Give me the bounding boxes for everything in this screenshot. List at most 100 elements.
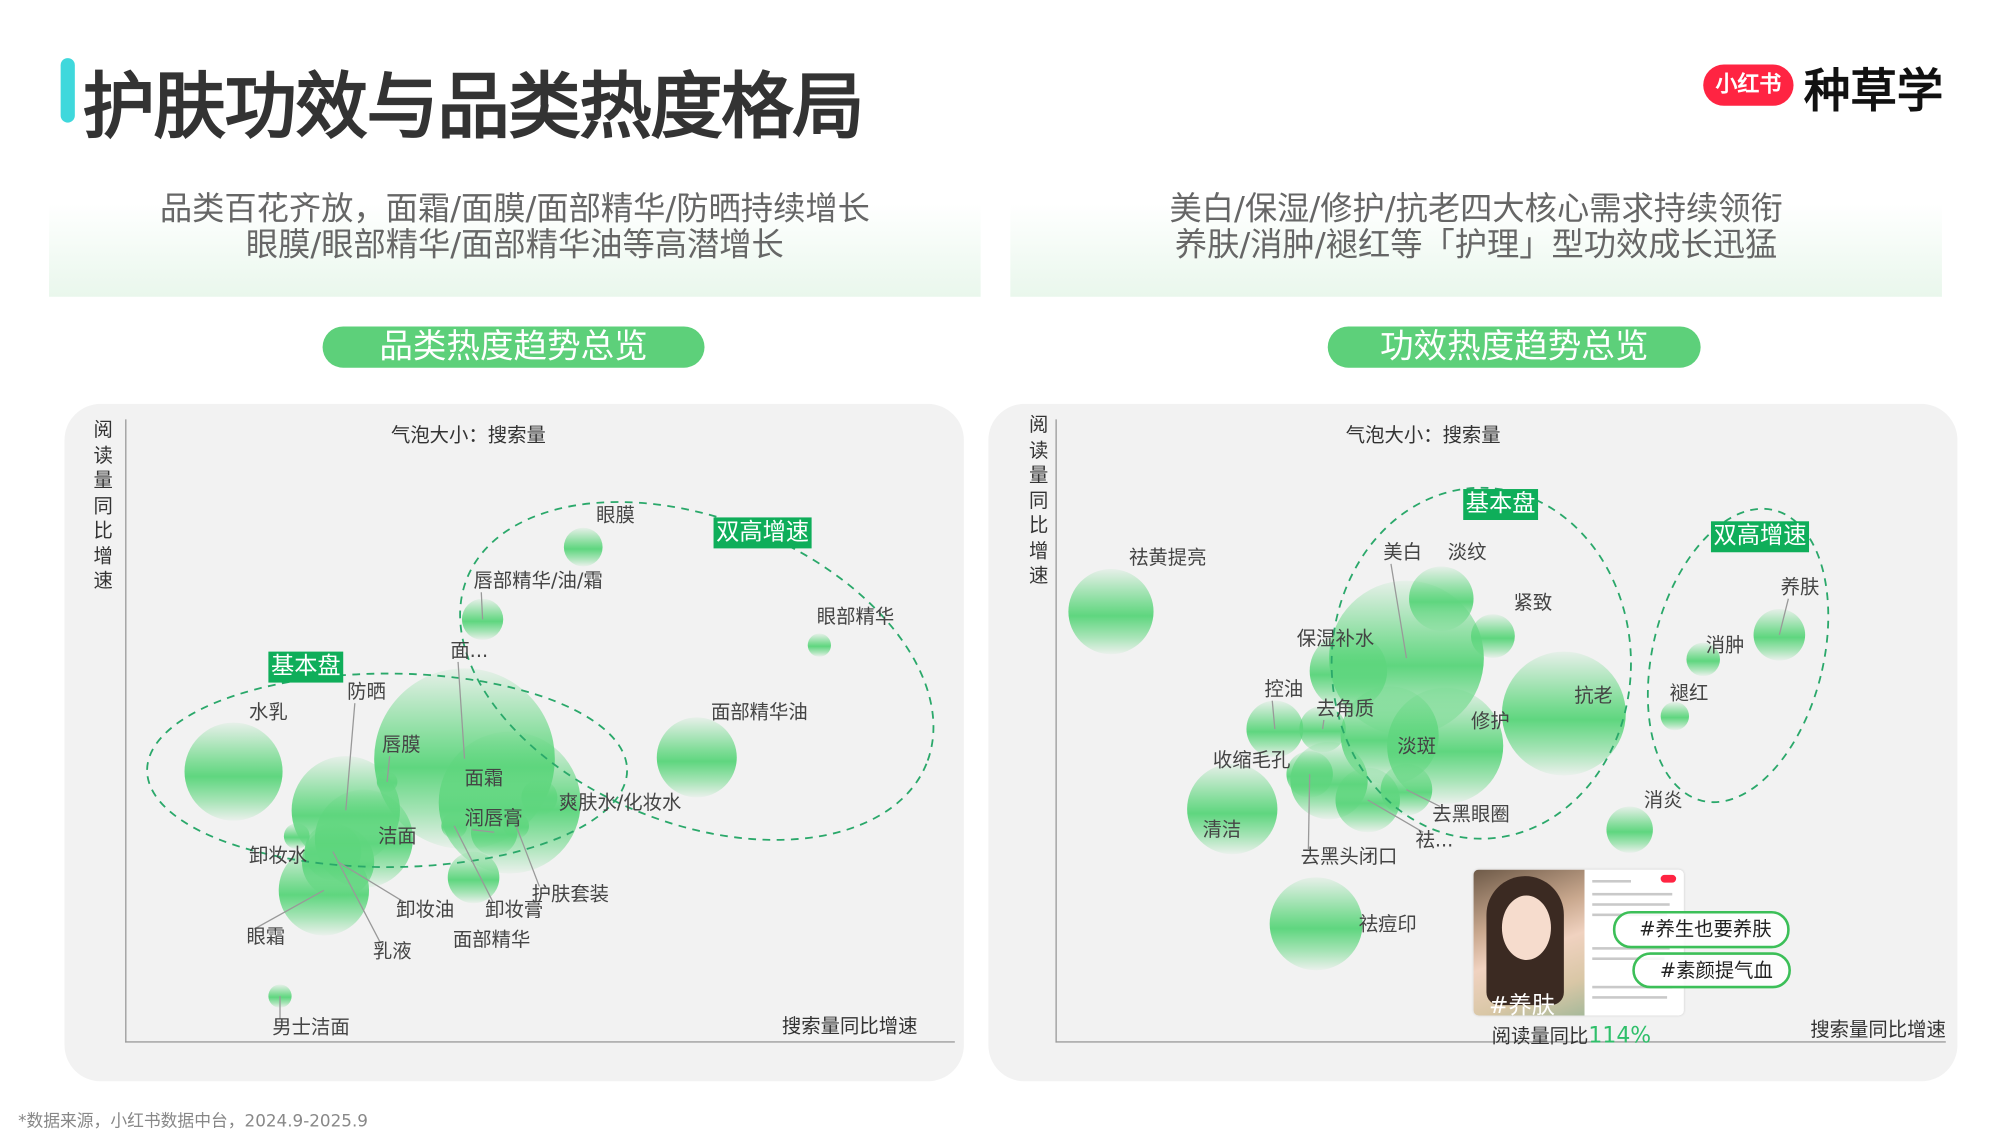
bubble-label: 面... — [450, 638, 489, 662]
note-text-line — [1592, 903, 1670, 906]
bubble — [521, 779, 558, 816]
note-text-line — [1592, 892, 1673, 896]
bubble-label: 面霜 — [464, 766, 504, 790]
left-summary: 品类百花齐放，面霜/面膜/面部精华/防晒持续增长 眼膜/眼部精华/面部精华油等高… — [49, 180, 981, 297]
bubble-label: 清洁 — [1202, 818, 1242, 842]
left-base-group-tag: 基本盘 — [268, 651, 344, 683]
bubble-label: 控油 — [1264, 677, 1304, 701]
right-size-note: 气泡大小：搜索量 — [1345, 423, 1501, 447]
bubble-label: 唇部精华/油/霜 — [473, 569, 603, 593]
bubble-label: 保湿补水 — [1296, 627, 1375, 651]
bubble — [441, 812, 468, 839]
note-preview-card[interactable]: #养肤 — [1473, 869, 1684, 1016]
bubble-label: 唇膜 — [381, 732, 421, 757]
right-y-axis — [1055, 419, 1057, 1043]
efficacy-trend-pill: 功效热度趋势总览 — [1327, 326, 1701, 368]
bubble-label: 淡纹 — [1447, 540, 1487, 564]
bubble-label: 水乳 — [249, 700, 288, 724]
title-accent-bar — [60, 58, 75, 123]
bubble-label: 消肿 — [1705, 633, 1745, 657]
right-base-group-tag: 基本盘 — [1463, 489, 1539, 520]
read-growth-value: 114% — [1588, 1023, 1652, 1050]
xiaohongshu-logo: 小红书 — [1703, 64, 1794, 106]
note-text-line — [1592, 985, 1673, 989]
bubble — [1068, 569, 1154, 655]
bubble — [1269, 877, 1363, 971]
bubble-label: 去黑眼圈 — [1432, 802, 1510, 826]
bubble-label: 润唇膏 — [464, 806, 523, 830]
face-shape — [1501, 895, 1551, 960]
bubble — [1660, 701, 1690, 731]
logo-text: 种草学 — [1803, 65, 1944, 119]
note-photo — [1473, 869, 1585, 1016]
bubble — [807, 633, 831, 657]
bubble-label: 面部精华 — [452, 927, 531, 951]
photo-hashtag: #养肤 — [1489, 992, 1555, 1016]
bubble-label: 褪红 — [1669, 681, 1709, 705]
note-text-line — [1592, 996, 1668, 999]
bubble — [1380, 763, 1433, 816]
bubble-label: 防晒 — [347, 679, 386, 704]
bubble — [184, 722, 283, 821]
read-growth-label: 阅读量同比 — [1491, 1024, 1589, 1048]
note-text-line — [1592, 957, 1665, 960]
bubble-label: 男士洁面 — [272, 1015, 350, 1039]
bubble-label: 修护 — [1470, 709, 1510, 733]
bubble — [1470, 614, 1515, 659]
bubble-label: 养肤 — [1780, 575, 1820, 599]
bubble — [461, 598, 504, 640]
left-high-growth-tag: 双高增速 — [713, 517, 812, 549]
right-y-axis-label: 阅读量同比增速 — [1029, 412, 1049, 588]
bubble-label: 卸妆油 — [396, 898, 455, 922]
bubble — [656, 717, 737, 798]
left-size-note: 气泡大小：搜索量 — [390, 423, 546, 447]
bubble — [376, 771, 398, 793]
bubble — [563, 527, 603, 567]
left-x-axis — [125, 1041, 955, 1043]
bubble-label: 去角质 — [1316, 696, 1375, 720]
bubble-label: 洁面 — [378, 824, 417, 848]
left-y-axis-label: 阅读量同比增速 — [93, 418, 113, 593]
bubble-label: 消炎 — [1643, 788, 1683, 812]
bubble-label: 祛痘印 — [1358, 912, 1417, 936]
bubble-label: 眼部精华 — [816, 605, 895, 629]
right-x-axis-label: 搜索量同比增速 — [1810, 1018, 1946, 1042]
bubble — [1753, 609, 1806, 661]
right-high-growth-tag: 双高增速 — [1710, 521, 1810, 553]
right-summary-line: 养肤/消肿/褪红等「护理」型功效成长迅猛 — [1174, 225, 1778, 264]
bubble-label: 抗老 — [1574, 683, 1613, 708]
bubble-label: 面部精华油 — [710, 700, 808, 724]
bubble-label: 眼膜 — [596, 503, 635, 527]
bubble-label: 美白 — [1383, 540, 1422, 564]
left-summary-line: 眼膜/眼部精华/面部精华油等高潜增长 — [245, 225, 784, 264]
bubble-label: 祛黄提亮 — [1129, 545, 1207, 570]
category-trend-pill: 品类热度趋势总览 — [322, 326, 705, 368]
hashtag-pill[interactable]: #养生也要养肤 — [1612, 910, 1790, 949]
bubble — [1606, 806, 1653, 853]
left-x-axis-label: 搜索量同比增速 — [781, 1014, 918, 1038]
follow-button — [1660, 874, 1677, 883]
right-summary: 美白/保湿/修护/抗老四大核心需求持续领衔 养肤/消肿/褪红等「护理」型功效成长… — [1010, 180, 1942, 297]
left-y-axis — [125, 419, 127, 1043]
data-source-footnote: *数据来源，小红书数据中台，2024.9-2025.9 — [18, 1112, 368, 1132]
left-summary-line: 品类百花齐放，面霜/面膜/面部精华/防晒持续增长 — [159, 189, 870, 228]
hashtag-pill[interactable]: #素颜提气血 — [1632, 952, 1791, 989]
bubble-label: 护肤套装 — [531, 882, 610, 906]
bubble-label: 去黑头闭口 — [1300, 845, 1398, 869]
bubble — [447, 851, 500, 904]
bubble — [1501, 651, 1626, 776]
page-title: 护肤功效与品类热度格局 — [82, 65, 865, 150]
read-growth-caption: 阅读量同比114% — [1492, 1022, 1652, 1049]
bubble — [1409, 566, 1474, 631]
bubble-label: 卸妆水 — [249, 843, 308, 868]
bubble-label: 爽肤水/化妆水 — [558, 790, 682, 815]
bubble-label: 紧致 — [1513, 590, 1553, 615]
bubble-label: 祛... — [1415, 828, 1454, 852]
note-text-line — [1592, 879, 1631, 883]
bubble-label: 卸妆膏 — [485, 898, 544, 922]
bubble-label: 淡斑 — [1397, 734, 1437, 758]
right-summary-line: 美白/保湿/修护/抗老四大核心需求持续领衔 — [1169, 189, 1783, 228]
bubble-label: 眼霜 — [246, 925, 286, 949]
bubble — [268, 984, 292, 1008]
right-x-axis — [1055, 1041, 1946, 1043]
